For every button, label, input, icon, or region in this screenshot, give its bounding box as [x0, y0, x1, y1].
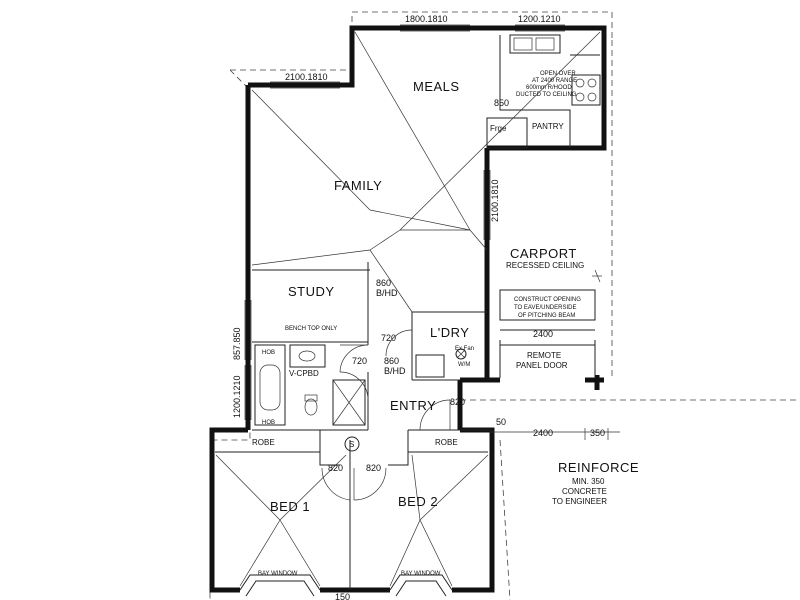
room-label-entry: ENTRY: [390, 398, 436, 413]
outer-walls: [209, 25, 607, 593]
dim-meals-window: 2100.1810: [285, 72, 328, 82]
fixtures: [254, 34, 601, 452]
oven-note-line-2: AT 2400 RANGE: [532, 78, 577, 84]
dim-hall-door-bhd: B/HD: [384, 366, 406, 376]
room-label-meals: MEALS: [413, 79, 460, 94]
hob-label-bottom: HOB: [262, 420, 275, 426]
dim-pantry-width: 850: [494, 98, 509, 108]
vanity-cupboard-label: V-CPBD: [289, 369, 319, 378]
robe-label-bed2: ROBE: [435, 438, 458, 447]
dim-carport-opening: 2400: [533, 329, 553, 339]
kitchen-sink: [509, 34, 561, 54]
vanity: [289, 344, 326, 368]
dim-outside-50: 50: [496, 417, 506, 427]
shower-symbol-label: S: [349, 440, 354, 449]
bay-window-label-bed1: BAY WINDOW: [258, 571, 298, 577]
reinforce-note-2: MIN. 350: [572, 477, 605, 486]
room-label-bed1: BED 1: [270, 499, 310, 514]
dim-bed2-door: 820: [366, 463, 381, 473]
laundry-trough: [415, 354, 445, 378]
smoke-detector-icon: [344, 436, 360, 452]
pantry-label: PANTRY: [532, 122, 564, 131]
dim-outside-2400: 2400: [533, 428, 553, 438]
dim-family-side: 2100.1810: [490, 179, 500, 222]
ceiling-lines: [215, 31, 601, 587]
dimension-labels: 1800.1810 1200.1210 2100.1810 2100.1810 …: [232, 14, 605, 600]
fridge-label: Frge: [490, 124, 507, 133]
notes: OPEN OVER AT 2400 RANGE 600mm R/HOOD DUC…: [514, 71, 639, 506]
room-label-bed2: BED 2: [398, 494, 438, 509]
exhaust-fan-label: Ex.Fan: [455, 346, 474, 352]
shower: [332, 379, 366, 426]
oven-note-line-4: DUCTED TO CEILING: [516, 92, 577, 98]
bathtub-inner: [259, 364, 281, 411]
reinforce-note-1: REINFORCE: [558, 460, 639, 475]
carport-opening-note-3: OF PITCHING BEAM: [518, 313, 575, 319]
reinforce-note-4: TO ENGINEER: [552, 497, 607, 506]
room-label-laundry: L'DRY: [430, 325, 469, 340]
room-labels: MEALS FAMILY CARPORT RECESSED CEILING ST…: [252, 79, 584, 577]
inner-walls: [215, 117, 528, 590]
bench-top-note: BENCH TOP ONLY: [285, 326, 337, 332]
bathtub: [254, 344, 286, 426]
dim-hall-door: 860: [384, 356, 399, 366]
oven-note-line-3: 600mm R/HOOD: [526, 85, 572, 91]
robe-label-bed1: ROBE: [252, 438, 275, 447]
dim-bath-door: 720: [352, 356, 367, 366]
remote-door-label-2: PANEL DOOR: [516, 361, 568, 370]
dim-bottom-cut: 150: [335, 592, 350, 600]
room-label-family: FAMILY: [334, 178, 382, 193]
washing-machine-label: W/M: [458, 362, 470, 368]
carport-ceiling-note: RECESSED CEILING: [506, 261, 584, 270]
oven-note-line-1: OPEN OVER: [540, 71, 576, 77]
dim-laundry-door: 720: [381, 333, 396, 343]
cistern: [304, 394, 318, 402]
dim-outside-350: 350: [590, 428, 605, 438]
cooktop: [571, 74, 601, 106]
dim-left-window-1: 857.850: [232, 327, 242, 360]
carport-details: [490, 269, 620, 440]
carport-opening-note-1: CONSTRUCT OPENING: [514, 297, 581, 303]
dim-left-window-2: 1200.1210: [232, 375, 242, 418]
dim-top-window-1: 1800.1810: [405, 14, 448, 24]
dim-top-window-2: 1200.1210: [518, 14, 561, 24]
dim-study-door-bhd: B/HD: [376, 288, 398, 298]
room-label-study: STUDY: [288, 284, 335, 299]
room-label-carport: CARPORT: [510, 246, 577, 261]
windows: [244, 24, 565, 420]
door-swings: [321, 329, 451, 501]
exhaust-fan: [455, 348, 467, 360]
carport-opening-note-box: [499, 289, 596, 321]
dim-bed1-door: 820: [328, 463, 343, 473]
reinforce-note-3: CONCRETE: [562, 487, 607, 496]
bay-window-label-bed2: BAY WINDOW: [401, 571, 441, 577]
dim-entry-door: 820: [450, 397, 465, 407]
remote-door-label-1: REMOTE: [527, 351, 561, 360]
dim-study-door: 860: [376, 278, 391, 288]
bay-windows: [239, 574, 453, 597]
hob-label-top: HOB: [262, 350, 275, 356]
toilet: [304, 398, 318, 416]
carport-opening-note-2: TO EAVE/UNDERSIDE: [514, 305, 576, 311]
basin: [298, 350, 316, 362]
